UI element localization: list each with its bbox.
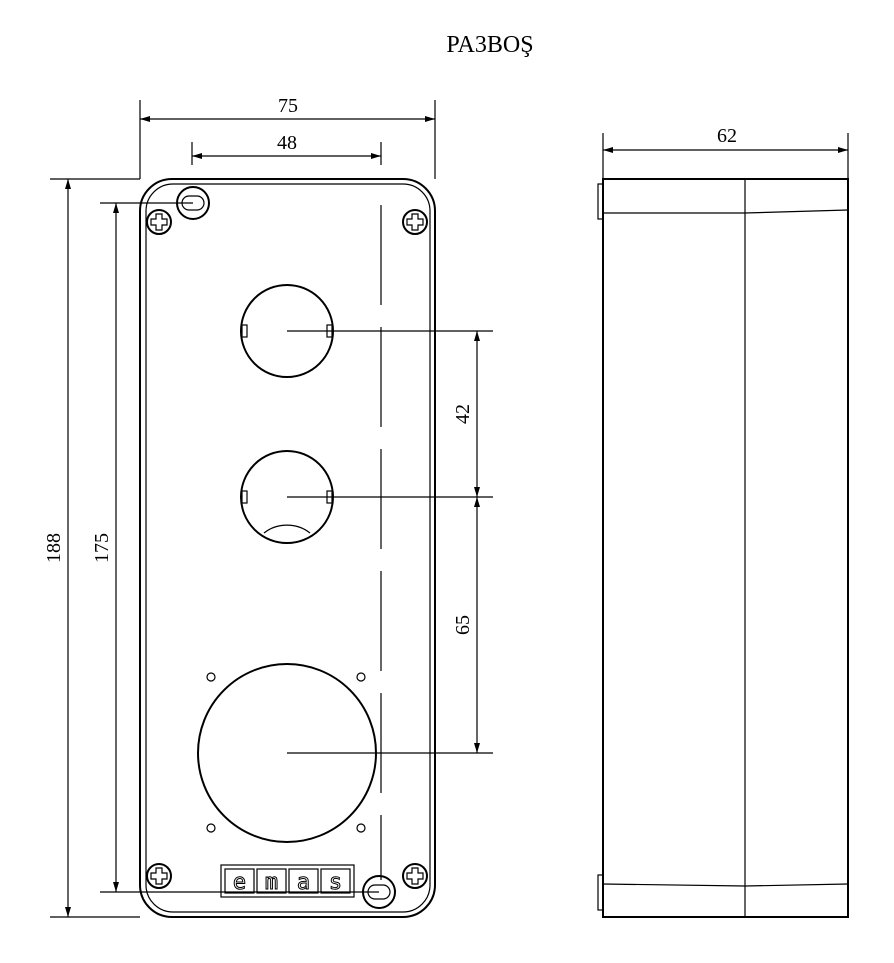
dim-spacing-65: 65 [452,615,474,635]
logo-letter: a [297,870,310,895]
logo-letter: s [329,870,342,895]
dim-height-175: 175 [91,533,113,563]
dim-width-75: 75 [278,95,298,117]
enclosure-outline [139,178,436,918]
dim-width-48: 48 [277,132,297,154]
screw-icon [402,863,428,889]
dim-depth-62: 62 [717,125,737,147]
screw-icon [146,863,172,889]
dimensions-side: 62 [602,125,849,179]
drawing-title: PA3BOŞ [446,32,533,58]
logo-letter: m [265,870,278,895]
side-view [597,178,849,918]
side-outline [602,178,849,918]
logo-letter: e [233,870,246,895]
dim-spacing-42: 42 [452,404,474,424]
enclosure-inner-outline [145,183,431,913]
dim-height-188: 188 [43,533,65,563]
screw-icon [402,209,428,235]
screw-icon [146,209,172,235]
dimensions-front: 75 48 188 175 42 65 [43,95,493,918]
